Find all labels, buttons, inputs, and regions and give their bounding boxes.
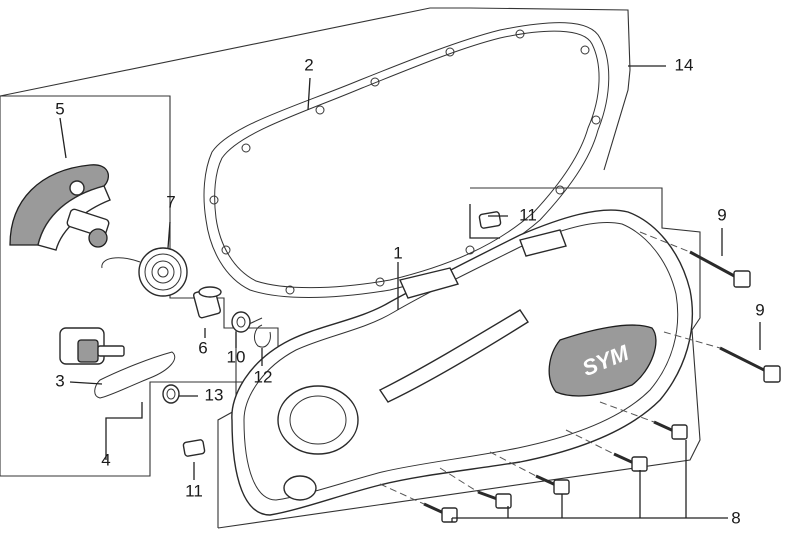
callout-12: 12 [254, 367, 273, 386]
long-bolt-lower-shank [719, 346, 769, 374]
assembly-frames [0, 7, 701, 529]
callout-1: 1 [393, 243, 402, 262]
frame-cover-right [217, 187, 701, 529]
washer-hole [236, 316, 246, 328]
spring-coil-core [157, 266, 169, 278]
washer-part [231, 311, 251, 333]
short-bolt-3 [553, 479, 570, 495]
pinion-shaft [97, 345, 125, 357]
callout-14: 14 [675, 55, 694, 74]
short-bolt-1 [671, 424, 688, 440]
bushing-top [198, 286, 222, 298]
ring-hole [166, 388, 176, 400]
gasket-outline [203, 22, 610, 298]
cover-logo-panel [548, 324, 657, 397]
spring-coil-inner [151, 260, 175, 284]
bushing-part [192, 286, 222, 319]
callout-9-upper: 9 [717, 205, 726, 224]
frame-gasket-group [0, 95, 279, 477]
short-bolt-parts [423, 420, 688, 523]
pinion-teeth [77, 339, 99, 363]
leader-lines [59, 65, 761, 522]
spring-part [101, 247, 188, 297]
callout-3: 3 [55, 371, 64, 390]
callout-11-lower: 11 [185, 481, 203, 500]
cover-rib [378, 309, 529, 403]
cover-tab [399, 267, 460, 299]
callout-5: 5 [55, 99, 64, 118]
kick-gear-part [9, 164, 111, 251]
leader-11-upper-box [469, 204, 500, 239]
gasket-inner [214, 30, 600, 289]
spring-coil-outer [138, 247, 188, 297]
cover-boss-small [283, 475, 317, 501]
callout-11-upper: 11 [519, 205, 537, 224]
callout-7: 7 [166, 192, 175, 211]
short-bolt-4 [495, 493, 512, 509]
leader-5 [59, 117, 67, 159]
short-bolt-5 [441, 507, 458, 523]
long-bolt-lower-head [763, 365, 781, 383]
cover-rim [243, 221, 679, 501]
callout-13: 13 [205, 385, 224, 404]
dowel-pin-upper [478, 211, 502, 229]
frame-top-outline [0, 7, 631, 171]
callout-8: 8 [731, 508, 740, 527]
callout-4: 4 [101, 450, 110, 469]
callout-2: 2 [304, 55, 313, 74]
circlip-ring [254, 324, 271, 348]
long-bolt-parts [689, 250, 781, 383]
circlip-part [254, 324, 271, 348]
ring-outer [162, 384, 180, 404]
short-bolt-2 [631, 456, 648, 472]
starter-pinion-part [59, 327, 176, 399]
dowel-pin-lower [182, 439, 206, 457]
shaft-end [88, 228, 108, 248]
spring-coil-mid [144, 253, 182, 291]
pinion-clip [94, 351, 176, 399]
callout-10: 10 [227, 347, 246, 366]
callout-9-lower: 9 [755, 300, 764, 319]
gasket-bolt-holes [209, 29, 601, 295]
spring-arm [101, 257, 141, 269]
crankcase-cover-part: SYM [231, 209, 693, 516]
leader-7 [167, 221, 171, 249]
cover-tab-2 [519, 229, 567, 257]
long-bolt-upper-shank [689, 250, 739, 280]
cover-boss-inner [289, 395, 347, 445]
ring-part [162, 384, 180, 404]
leader-3 [69, 381, 103, 385]
long-bolt-upper-head [733, 270, 751, 288]
callout-6: 6 [198, 338, 207, 357]
leader-4 [105, 402, 143, 460]
gasket-part [203, 22, 610, 298]
leader-2 [307, 77, 311, 111]
washer-outer [231, 311, 251, 333]
assembly-axes [379, 231, 721, 505]
callout-labels: 2 14 1 11 5 7 6 10 12 3 13 4 11 9 9 8 [55, 55, 764, 527]
gear-hole [69, 180, 85, 196]
